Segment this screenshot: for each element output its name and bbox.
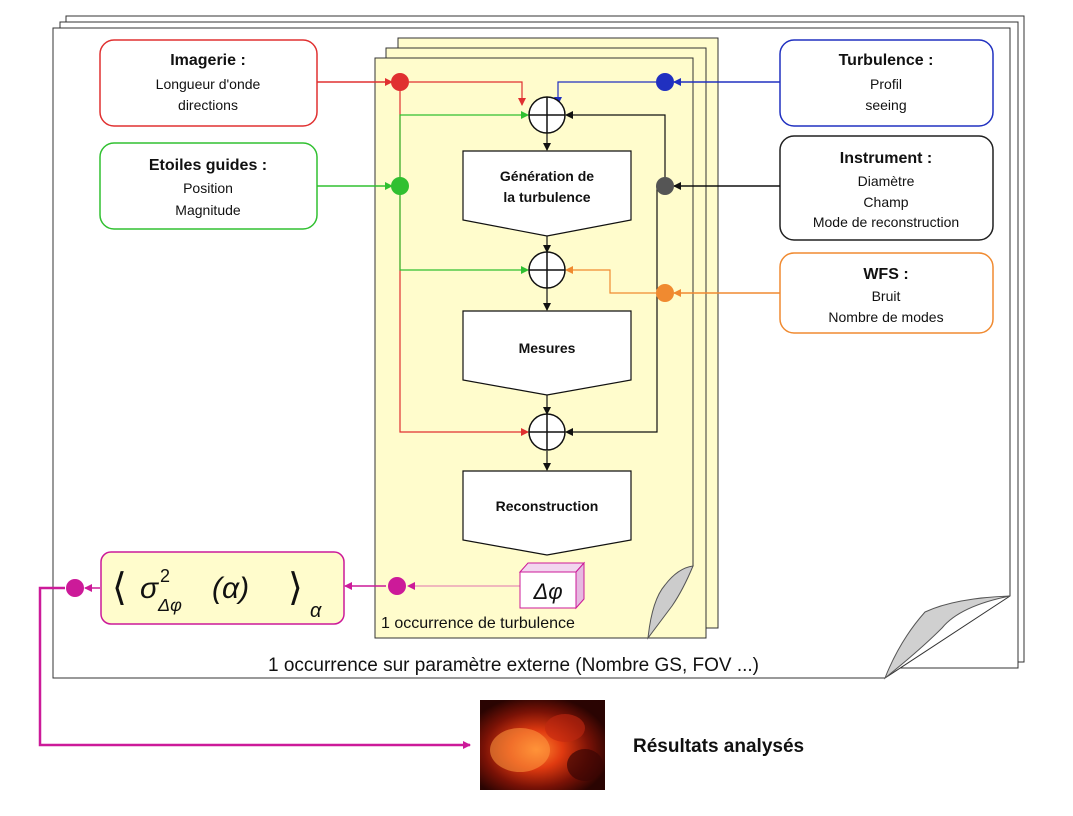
delta-phi-cube: Δφ: [518, 561, 586, 610]
generation-line-1: Génération de: [500, 168, 594, 184]
wfs-line-2: Nombre de modes: [828, 309, 943, 325]
instrument-title: Instrument :: [840, 150, 932, 167]
formula-subscript: Δφ: [157, 595, 182, 615]
formula-sigma: σ: [140, 572, 160, 605]
variance-formula-box: ⟨ σ 2 Δφ (α) ⟩ α: [100, 551, 345, 625]
result-heatmap-image: [480, 700, 605, 790]
imagerie-line-2: directions: [178, 97, 238, 113]
imagerie-line-1: Longueur d'onde: [156, 76, 261, 92]
outer-caption: 1 occurrence sur paramètre externe (Nomb…: [268, 655, 759, 676]
pipeline-dot-inner: [388, 577, 406, 595]
instrument-dot: [656, 177, 674, 195]
etoiles-guides-box: Etoiles guides : Position Magnitude: [99, 142, 318, 230]
mesures-label: Mesures: [519, 340, 576, 356]
formula-exponent: 2: [160, 566, 170, 586]
imagerie-title: Imagerie :: [170, 52, 246, 69]
etoiles-guides-line-1: Position: [183, 180, 233, 196]
formula-argument: (α): [212, 572, 249, 605]
connectors: [38, 78, 780, 749]
instrument-line-1: Diamètre: [858, 173, 915, 189]
delta-phi-label: Δφ: [532, 579, 562, 604]
sum-junction-3: [528, 413, 566, 451]
turbulence-line-1: Profil: [870, 76, 902, 92]
svg-text:⟩: ⟩: [288, 567, 303, 609]
inner-caption: 1 occurrence de turbulence: [381, 615, 575, 632]
sum-junction-1: [528, 96, 566, 134]
wfs-dot: [656, 284, 674, 302]
wfs-line-1: Bruit: [872, 288, 901, 304]
turbulence-line-2: seeing: [865, 97, 906, 113]
mesures-block: Mesures: [462, 310, 632, 396]
etoiles-guides-title: Etoiles guides :: [149, 157, 267, 174]
generation-line-2: la turbulence: [503, 189, 590, 205]
pipeline-dot-outer: [66, 579, 84, 597]
svg-text:⟨: ⟨: [112, 567, 127, 609]
turbulence-title: Turbulence :: [839, 52, 934, 69]
imagerie-dot: [391, 73, 409, 91]
generation-block: Génération de la turbulence: [462, 150, 632, 237]
wfs-title: WFS :: [863, 266, 908, 283]
instrument-line-3: Mode de reconstruction: [813, 214, 959, 230]
sum-junction-2: [528, 251, 566, 289]
reconstruction-block: Reconstruction: [462, 470, 632, 556]
junction-dots: [66, 73, 674, 597]
etoiles-guides-line-2: Magnitude: [175, 202, 241, 218]
instrument-box: Instrument : Diamètre Champ Mode de reco…: [779, 135, 994, 241]
etoiles-dot: [391, 177, 409, 195]
outer-page-curl: [883, 595, 1011, 680]
imagerie-box: Imagerie : Longueur d'onde directions: [99, 39, 318, 127]
result-label: Résultats analysés: [633, 736, 804, 757]
turbulence-box: Turbulence : Profil seeing: [779, 39, 994, 127]
formula-outer-subscript: α: [310, 600, 322, 622]
inner-note-curl: [647, 565, 694, 640]
reconstruction-label: Reconstruction: [496, 498, 599, 514]
wfs-box: WFS : Bruit Nombre de modes: [779, 252, 994, 334]
instrument-line-2: Champ: [863, 194, 908, 210]
turbulence-dot: [656, 73, 674, 91]
